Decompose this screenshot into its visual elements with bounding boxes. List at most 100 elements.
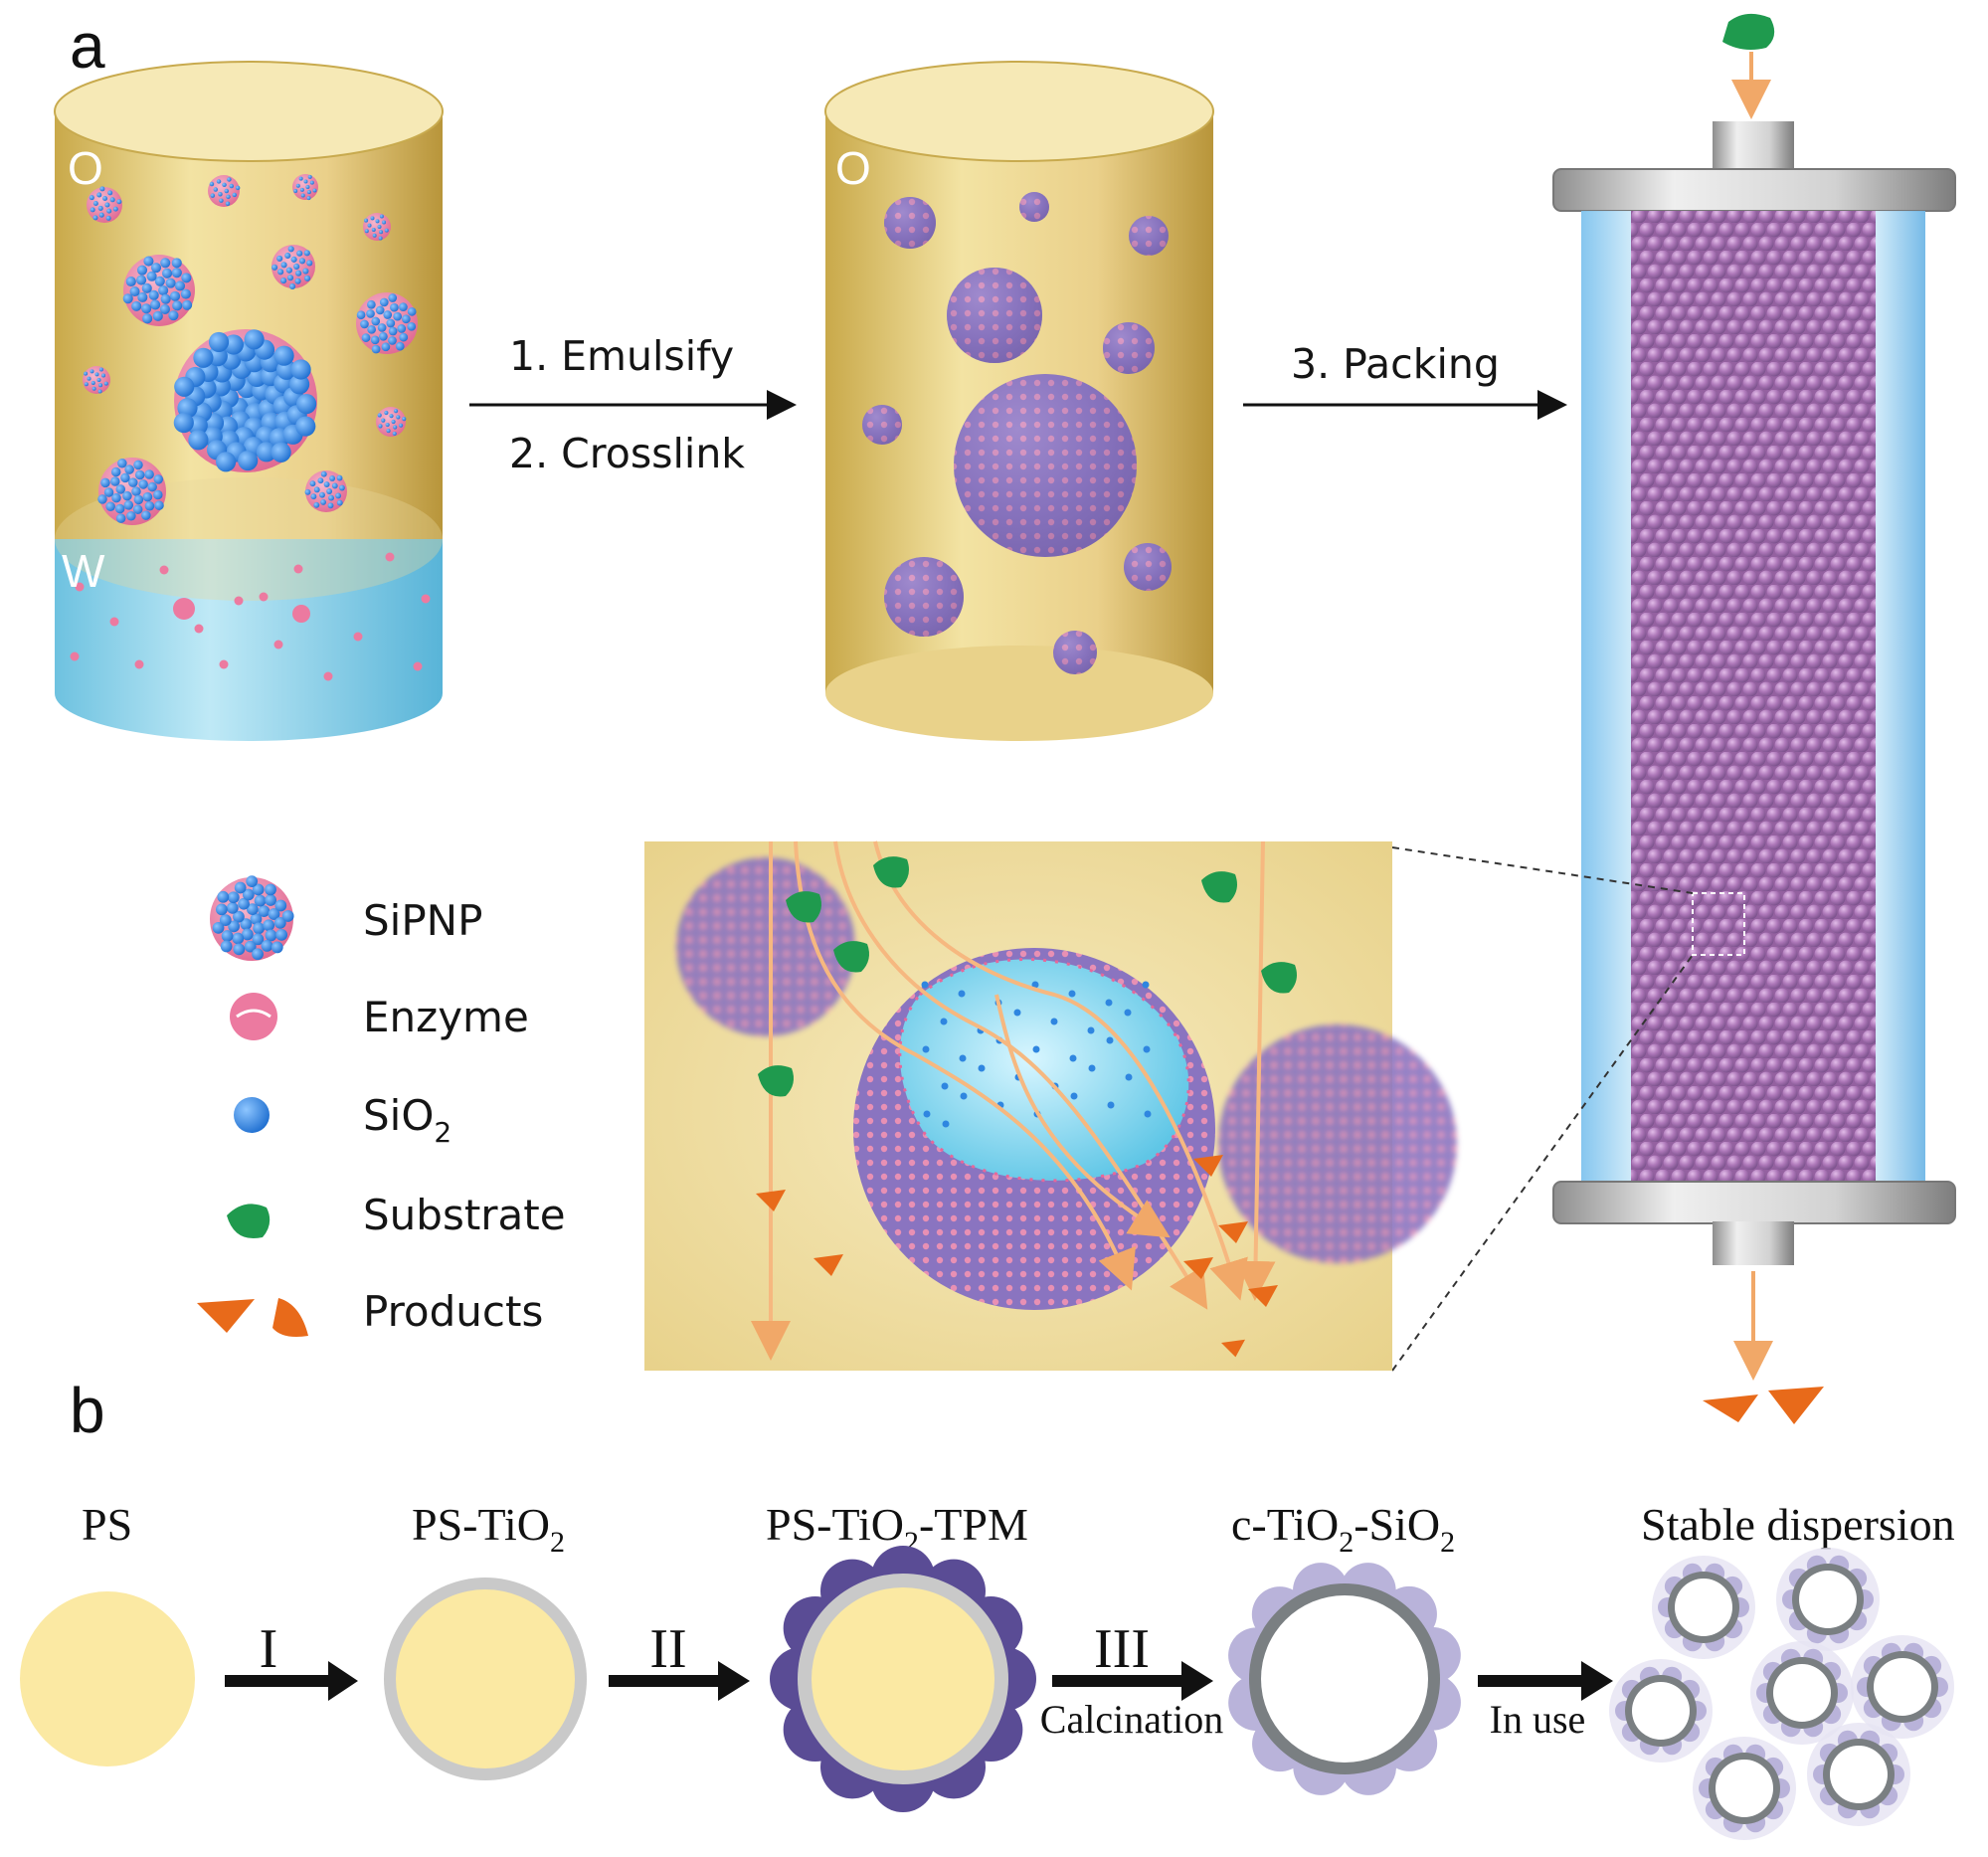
vessel-oil-water: O W bbox=[55, 62, 443, 741]
panel-b-label: b bbox=[70, 1375, 105, 1446]
legend-label-sio2: SiO2 bbox=[363, 1091, 452, 1149]
outlet-product-icon bbox=[1703, 1394, 1758, 1422]
enzyme-dot bbox=[260, 593, 269, 602]
sipnp-droplet bbox=[363, 213, 391, 241]
arrow-packing: 3. Packing bbox=[1243, 340, 1561, 405]
enzyme-dot bbox=[422, 595, 431, 604]
stage-title-c-tio2-sio2: c-TiO2-SiO2 bbox=[1231, 1499, 1455, 1559]
step-packing: 3. Packing bbox=[1291, 340, 1500, 388]
crosslinked-sphere bbox=[1053, 631, 1097, 674]
enzyme-dot bbox=[294, 565, 303, 574]
crosslinked-sphere bbox=[1103, 322, 1155, 374]
sio2-dot bbox=[1108, 1102, 1115, 1109]
sipnp-droplet bbox=[356, 292, 418, 354]
sio2-dot bbox=[922, 982, 929, 989]
sio2-dot bbox=[941, 1019, 948, 1025]
enzyme-icon bbox=[173, 598, 195, 620]
legend-label-enzyme: Enzyme bbox=[363, 993, 529, 1041]
inlet-substrate-icon bbox=[1722, 14, 1774, 50]
legend-label-sipnp: SiPNP bbox=[363, 896, 482, 945]
sio2-dot bbox=[1144, 1046, 1151, 1053]
panel-a-label: a bbox=[70, 10, 105, 82]
sio2-icon bbox=[234, 1097, 270, 1133]
enzyme-dot bbox=[274, 641, 283, 650]
sio2-dot bbox=[1089, 1065, 1096, 1072]
enzyme-dot bbox=[220, 660, 229, 669]
sio2-dot bbox=[1143, 982, 1150, 989]
crosslinked-sphere bbox=[862, 405, 902, 445]
enzyme-dot bbox=[324, 672, 333, 681]
arrow-step-in-use: In use bbox=[1478, 1661, 1613, 1742]
step-crosslink: 2. Crosslink bbox=[509, 430, 745, 477]
enzyme-dot bbox=[235, 597, 244, 606]
sio2-dot bbox=[1107, 1037, 1114, 1044]
arrow-label-i: I bbox=[260, 1618, 278, 1680]
sipnp-droplet bbox=[292, 174, 318, 200]
enzyme-dot bbox=[135, 660, 144, 669]
sio2-dot bbox=[923, 1046, 930, 1053]
products-icon bbox=[197, 1298, 308, 1337]
enzyme-dot bbox=[414, 662, 423, 671]
crosslinked-sphere bbox=[884, 197, 936, 249]
arrow-label-in-use: In use bbox=[1490, 1697, 1586, 1742]
enzyme-icon bbox=[230, 993, 277, 1040]
packed-column bbox=[1553, 14, 1955, 1424]
sio2-dot bbox=[1070, 1055, 1077, 1062]
legend-label-substrate: Substrate bbox=[363, 1191, 566, 1239]
sio2-dot bbox=[1106, 1000, 1113, 1007]
ps-particle bbox=[20, 1591, 195, 1766]
crosslinked-sphere bbox=[947, 268, 1042, 363]
arrow-step-i: I bbox=[225, 1618, 358, 1701]
legend-label-products: Products bbox=[363, 1287, 543, 1336]
sio2-dot bbox=[1051, 1019, 1058, 1025]
c-tio2-sio2-particle bbox=[1228, 1563, 1461, 1795]
oil-phase-label: O bbox=[68, 142, 103, 194]
sio2-dot bbox=[942, 1083, 949, 1090]
outlet-product-icon-2 bbox=[1768, 1387, 1824, 1424]
sipnp-droplet bbox=[123, 255, 195, 326]
sio2-dot bbox=[961, 1093, 968, 1100]
sipnp-icon bbox=[210, 875, 294, 961]
crosslinked-sphere bbox=[1124, 543, 1172, 591]
sio2-dot bbox=[979, 1065, 986, 1072]
dispersed-particle bbox=[1851, 1635, 1954, 1739]
vessel-oil-crosslinked: O bbox=[825, 62, 1213, 741]
arrow-label-iii: III bbox=[1094, 1618, 1150, 1680]
sio2-dot bbox=[1033, 1046, 1040, 1053]
oil-phase-label-2: O bbox=[835, 142, 871, 194]
legend: SiPNP Enzyme SiO2 Substrate Products bbox=[197, 875, 566, 1337]
sio2-dot bbox=[1145, 1111, 1152, 1118]
stage-title-ps-tio2: PS-TiO2 bbox=[412, 1499, 565, 1559]
sio2-dot bbox=[943, 1121, 950, 1128]
ps-core bbox=[812, 1587, 994, 1770]
sipnp-droplet bbox=[174, 329, 317, 472]
stage-title-stable-dispersion: Stable dispersion bbox=[1641, 1499, 1955, 1550]
arrow-label-ii: II bbox=[649, 1618, 686, 1680]
enzyme-dot bbox=[71, 652, 80, 661]
arrow-step-iii: III Calcination bbox=[1040, 1618, 1223, 1742]
sio2-dot bbox=[1071, 1093, 1078, 1100]
crosslinked-sphere bbox=[954, 374, 1137, 557]
arrow-label-calcination: Calcination bbox=[1040, 1697, 1223, 1742]
crosslinked-sphere bbox=[1129, 216, 1169, 256]
enzyme-dot bbox=[110, 618, 119, 627]
zoomed-inset bbox=[644, 841, 1457, 1371]
ps-tio2-particle bbox=[384, 1578, 587, 1780]
enzyme-icon bbox=[292, 605, 310, 623]
enzyme-dot bbox=[386, 553, 395, 562]
dispersed-particle bbox=[1693, 1737, 1796, 1840]
enzyme-dot bbox=[160, 566, 169, 575]
enzyme-dot bbox=[195, 625, 204, 634]
sio2-dot bbox=[1126, 1074, 1133, 1081]
sio2-dot bbox=[924, 1111, 931, 1118]
ps-tio2-tpm-particle bbox=[770, 1546, 1036, 1812]
crosslinked-sphere bbox=[1019, 192, 1049, 222]
substrate-icon bbox=[227, 1204, 270, 1238]
arrow-step-ii: II bbox=[609, 1618, 750, 1701]
sio2-dot bbox=[1125, 1010, 1132, 1017]
sio2-dot bbox=[959, 991, 966, 998]
sio2-dot bbox=[960, 1055, 967, 1062]
arrow-emulsify-crosslink: 1. Emulsify 2. Crosslink bbox=[469, 332, 791, 477]
stable-dispersion-cluster bbox=[1609, 1548, 1954, 1840]
